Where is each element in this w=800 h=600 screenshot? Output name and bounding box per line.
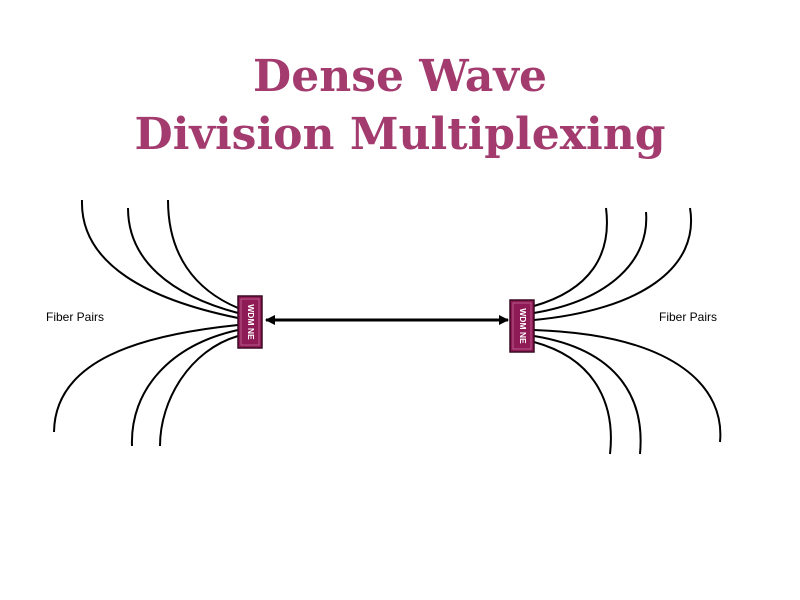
- wdm-ne-right: WDM NE: [509, 299, 535, 353]
- title-line-2: Division Multiplexing: [134, 109, 666, 160]
- fiber-right-lower-2: [533, 335, 642, 455]
- fiber-left-upper-1: [80, 199, 239, 319]
- fiber-right-upper-2: [533, 211, 648, 314]
- wdm-ne-right-label: WDM NE: [518, 308, 528, 344]
- fiber-left-upper-3: [167, 199, 239, 309]
- right-fiber-bundle: [533, 207, 722, 455]
- fiber-right-lower-3: [533, 341, 612, 455]
- fiber-left-lower-2: [130, 329, 239, 447]
- fiber-left-lower-3: [159, 335, 239, 447]
- fiber-right-upper-3: [533, 207, 693, 321]
- wdm-ne-left: WDM NE: [237, 295, 263, 349]
- title-line-1: Dense Wave: [253, 51, 547, 102]
- fiber-pairs-label-right: Fiber Pairs: [659, 310, 718, 324]
- left-fiber-bundle: [53, 199, 239, 447]
- fiber-right-lower-1: [533, 329, 722, 443]
- fiber-right-upper-1: [533, 207, 608, 307]
- fiber-left-upper-2: [127, 207, 239, 314]
- fiber-pairs-label-left: Fiber Pairs: [46, 310, 105, 324]
- wdm-ne-left-label: WDM NE: [246, 304, 256, 340]
- page-title: Dense Wave Division Multiplexing: [0, 48, 800, 164]
- fiber-left-lower-1: [53, 324, 239, 433]
